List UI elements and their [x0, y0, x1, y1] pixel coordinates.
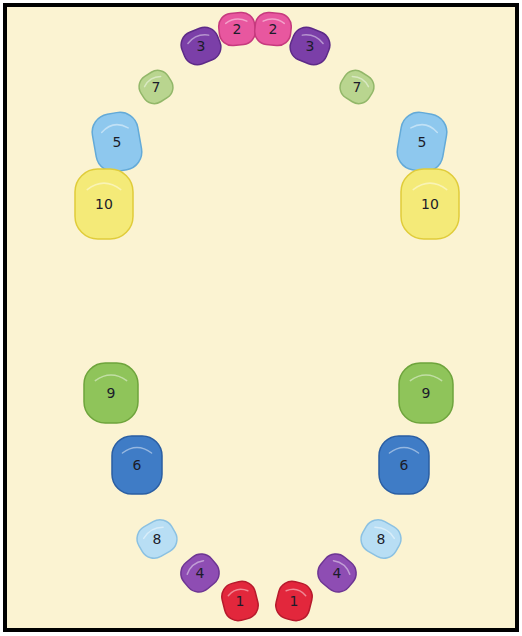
tooth-number: 8	[377, 532, 386, 546]
tooth-crown	[312, 548, 361, 597]
tooth-number: 1	[290, 594, 299, 608]
tooth-crown	[219, 578, 261, 623]
tooth-crown	[401, 169, 459, 239]
tooth-crown	[89, 109, 144, 174]
tooth: 9	[398, 362, 454, 424]
tooth: 6	[378, 435, 430, 495]
diagram-frame	[5, 5, 517, 630]
tooth-crown	[175, 548, 224, 597]
tooth-crown	[134, 66, 177, 108]
tooth-highlight	[95, 375, 126, 381]
tooth-crown	[273, 578, 315, 623]
tooth-number: 3	[197, 39, 206, 53]
tooth-number: 10	[95, 197, 113, 211]
tooth-highlight	[413, 183, 447, 189]
tooth: 9	[83, 362, 139, 424]
tooth: 2	[254, 12, 292, 46]
tooth-number: 7	[152, 80, 161, 94]
tooth: 7	[139, 71, 173, 103]
tooth-crown	[399, 363, 453, 423]
tooth-number: 8	[153, 532, 162, 546]
tooth-number: 9	[107, 386, 116, 400]
tooth-crown	[356, 515, 406, 563]
tooth-number: 2	[233, 22, 242, 36]
tooth-number: 6	[400, 458, 409, 472]
tooth-number: 3	[306, 39, 315, 53]
tooth-crown	[286, 23, 334, 69]
tooth: 1	[276, 581, 312, 621]
tooth-highlight	[87, 183, 121, 189]
tooth-number: 4	[196, 566, 205, 580]
tooth-number: 10	[421, 197, 439, 211]
tooth-crown	[253, 11, 292, 47]
tooth: 8	[361, 521, 401, 557]
tooth-number: 5	[113, 135, 122, 149]
tooth-highlight	[122, 448, 151, 453]
tooth-highlight	[411, 123, 438, 133]
tooth-crown	[132, 515, 182, 563]
tooth-number: 9	[422, 386, 431, 400]
tooth-crown	[379, 436, 429, 494]
tooth-crown	[217, 11, 256, 47]
tooth-crown	[112, 436, 162, 494]
tooth: 1	[222, 581, 258, 621]
tooth-crown	[75, 169, 133, 239]
tooth-number: 1	[236, 594, 245, 608]
tooth-crown	[84, 363, 138, 423]
tooth-highlight	[389, 448, 418, 453]
tooth-highlight	[101, 123, 128, 133]
tooth: 2	[218, 12, 256, 46]
tooth: 4	[181, 555, 219, 591]
tooth: 10	[74, 168, 134, 240]
tooth-crown	[177, 23, 225, 69]
tooth: 6	[111, 435, 163, 495]
tooth: 3	[290, 28, 330, 64]
tooth: 3	[181, 28, 221, 64]
tooth-highlight	[410, 375, 441, 381]
tooth-crown	[394, 109, 449, 174]
tooth: 10	[400, 168, 460, 240]
tooth: 7	[340, 71, 374, 103]
tooth: 4	[318, 555, 356, 591]
tooth: 5	[398, 112, 446, 172]
tooth-number: 6	[133, 458, 142, 472]
tooth-number: 5	[418, 135, 427, 149]
tooth-number: 7	[353, 80, 362, 94]
tooth-number: 4	[333, 566, 342, 580]
tooth-crown	[335, 66, 378, 108]
tooth-number: 2	[269, 22, 278, 36]
tooth: 8	[137, 521, 177, 557]
tooth: 5	[93, 112, 141, 172]
